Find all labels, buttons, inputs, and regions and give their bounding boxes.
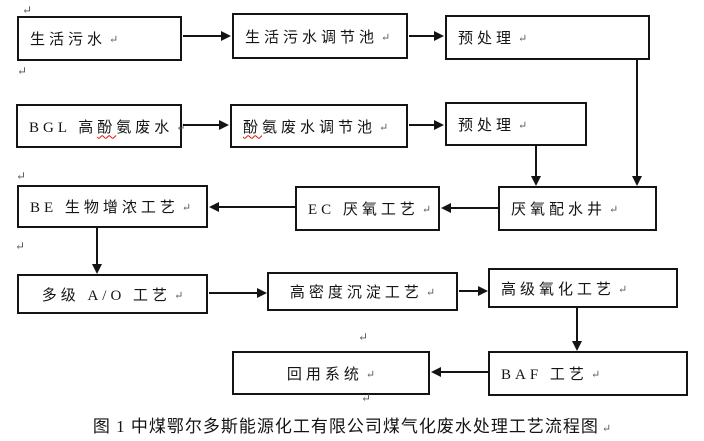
flow-box-phenol-ammonia-regulating-tank: 酚氨废水调节池↵ <box>230 104 408 148</box>
return-mark-icon: ↵ <box>601 423 612 435</box>
return-mark-icon: ↵ <box>365 368 376 381</box>
box-label: 厌氧配水井 <box>511 202 607 218</box>
arrowhead-left-icon <box>441 203 451 213</box>
flow-box-bgl-phenol-ammonia-wastewater: BGL 高酚氨废水↵ <box>16 104 186 148</box>
figure-caption-text: 图 1 中煤鄂尔多斯能源化工有限公司煤气化废水处理工艺流程图 <box>92 417 599 436</box>
return-mark-icon: ↵ <box>22 3 33 17</box>
box-label: 生活污水调节池 <box>245 29 379 46</box>
arrow-line-ao-to-sedimentation <box>209 292 257 294</box>
flow-box-be-bio-concentration: BE 生物增浓工艺↵ <box>17 185 208 228</box>
arrow-line-sedimentation-to-oxidation <box>459 290 478 292</box>
box-label: 生活污水 <box>30 32 107 48</box>
arrow-line-sewage-to-tank <box>183 35 221 37</box>
flow-box-baf: BAF 工艺↵ <box>488 351 688 396</box>
box-label: 高级氧化工艺 <box>501 281 616 298</box>
return-mark-icon: ↵ <box>609 204 619 216</box>
box-label: 高密度沉淀工艺 <box>289 285 423 301</box>
return-mark-icon: ↵ <box>17 64 28 78</box>
arrow-line-baf-to-reuse <box>441 371 488 373</box>
return-mark-icon: ↵ <box>176 121 186 134</box>
arrowhead-down-icon <box>92 264 102 274</box>
arrowhead-down-icon <box>632 176 642 186</box>
return-mark-icon: ↵ <box>518 119 528 132</box>
arrow-line-pretreatment2-to-well <box>535 146 537 176</box>
arrow-line-well-to-ec <box>451 207 498 209</box>
arrowhead-down-icon <box>572 341 582 351</box>
box-label: BGL 高酚氨废水 <box>29 119 174 136</box>
return-mark-icon: ↵ <box>16 169 27 183</box>
return-mark-icon: ↵ <box>381 31 391 44</box>
return-mark-icon: ↵ <box>361 391 372 405</box>
arrow-line-oxidation-to-baf <box>576 308 578 341</box>
arrowhead-right-icon <box>434 120 444 130</box>
arrow-line-ec-to-be <box>219 206 295 208</box>
return-mark-icon: ↵ <box>181 202 192 214</box>
arrow-line-tank-to-pretreatment2 <box>409 124 434 126</box>
box-label: 预处理 <box>458 117 516 134</box>
return-mark-icon: ↵ <box>425 287 436 299</box>
flow-box-reuse-system: 回用系统↵ <box>232 351 430 395</box>
arrow-line-be-to-ao <box>96 228 98 264</box>
return-mark-icon: ↵ <box>379 121 389 134</box>
flow-box-ec-anaerobic: EC 厌氧工艺↵ <box>295 186 440 231</box>
return-mark-icon: ↵ <box>109 34 119 46</box>
arrowhead-right-icon <box>434 31 444 41</box>
box-label: BE 生物增浓工艺 <box>30 200 179 216</box>
arrowhead-right-icon <box>221 31 231 41</box>
flow-box-domestic-sewage-regulating-tank: 生活污水调节池↵ <box>232 13 408 59</box>
return-mark-icon: ↵ <box>358 330 369 344</box>
flow-box-high-density-sedimentation: 高密度沉淀工艺↵ <box>267 272 458 311</box>
figure-caption: 图 1 中煤鄂尔多斯能源化工有限公司煤气化废水处理工艺流程图↵ <box>0 412 704 437</box>
arrowhead-left-icon <box>431 367 441 377</box>
arrowhead-left-icon <box>209 202 219 212</box>
return-mark-icon: ↵ <box>618 283 628 296</box>
box-label: 回用系统 <box>286 366 363 383</box>
box-label: 多级 A/O 工艺 <box>41 287 172 304</box>
arrowhead-right-icon <box>257 288 267 298</box>
spellcheck-underline: 酚 <box>243 119 263 136</box>
box-label: 酚氨废水调节池 <box>243 119 377 136</box>
return-mark-icon: ↵ <box>590 369 601 381</box>
return-mark-icon: ↵ <box>15 239 26 253</box>
box-label: EC 厌氧工艺 <box>308 202 419 218</box>
flow-box-multi-stage-ao: 多级 A/O 工艺↵ <box>17 274 208 314</box>
arrowhead-right-icon <box>478 286 488 296</box>
arrowhead-down-icon <box>531 176 541 186</box>
return-mark-icon: ↵ <box>518 33 528 45</box>
arrow-line-pretreatment1-to-well <box>636 60 638 176</box>
return-mark-icon: ↵ <box>421 204 432 216</box>
box-label: BAF 工艺 <box>501 367 588 383</box>
arrowhead-right-icon <box>219 120 229 130</box>
return-mark-icon: ↵ <box>174 289 184 302</box>
flow-box-pretreatment-domestic: 预处理↵ <box>445 15 650 60</box>
flow-box-pretreatment-phenol-ammonia: 预处理↵ <box>445 102 587 146</box>
flow-box-anaerobic-distribution-well: 厌氧配水井↵ <box>498 186 657 231</box>
flow-box-domestic-sewage: 生活污水↵ <box>17 16 182 61</box>
arrow-line-tank-to-pretreatment1 <box>409 35 434 37</box>
arrow-line-bgl-to-tank <box>183 124 219 126</box>
flow-box-advanced-oxidation: 高级氧化工艺↵ <box>488 268 678 308</box>
box-label: 预处理 <box>458 31 516 47</box>
spellcheck-underline: 酚 <box>97 119 117 136</box>
